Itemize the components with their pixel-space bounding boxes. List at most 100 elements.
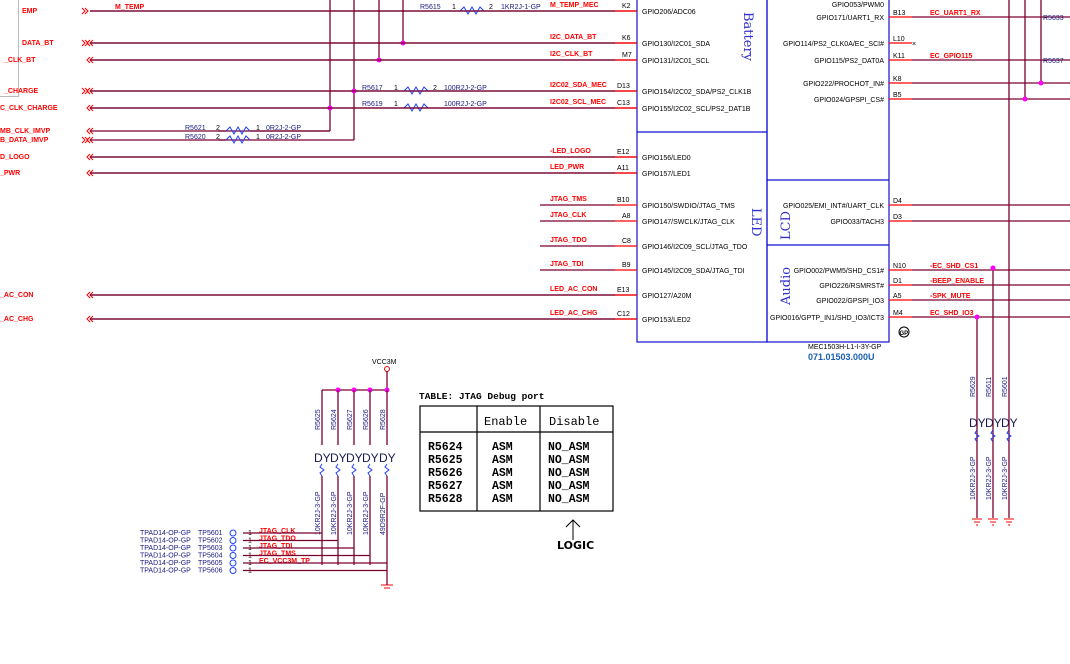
svg-text:R5637: R5637 [1043, 58, 1064, 65]
chip-pin[interactable]: GPIO024/GPSPI_CS#B5 [814, 92, 1070, 104]
svg-text:DY: DY [969, 416, 986, 430]
resistor-r5620[interactable]: R5620 2 1 0R2J-2-GP [185, 134, 301, 145]
logic-annotation: LOGIC [557, 539, 594, 552]
chip-pin[interactable]: GPIO002/PWM5/SHD_CS1#N10-EC_SHD_CS1 [794, 263, 1070, 275]
svg-text:ASM: ASM [492, 441, 513, 454]
svg-text:GPIO222/PROCHOT_IN#: GPIO222/PROCHOT_IN# [803, 81, 884, 88]
gp-mark: GP [898, 326, 910, 338]
svg-text:R5628: R5628 [428, 493, 463, 506]
svg-text:GPIO145/I2C09_SDA/JTAG_TDI: GPIO145/I2C09_SDA/JTAG_TDI [642, 268, 745, 275]
net-m-temp: M_TEMP [115, 4, 145, 11]
svg-text:C8: C8 [622, 238, 631, 245]
section-audio: Audio [779, 267, 794, 306]
svg-text:1: 1 [256, 125, 260, 132]
svg-text:JTAG_CLK: JTAG_CLK [550, 212, 586, 219]
off-page-connector[interactable]: _AC_CHG [0, 315, 94, 323]
off-page-connector[interactable]: B_DATA_IMVP [0, 136, 94, 144]
ec-chip [636, 0, 890, 343]
resistor-r5615[interactable]: R5615 1 2 1KR2J-1-GP [420, 4, 541, 16]
svg-text:DY: DY [379, 451, 396, 465]
svg-text:EC_VCC3M_TP: EC_VCC3M_TP [259, 558, 310, 565]
svg-text:100R2J-2-GP: 100R2J-2-GP [444, 85, 487, 92]
svg-text:EMP: EMP [22, 8, 38, 15]
svg-text:EC_UART1_RX: EC_UART1_RX [930, 10, 981, 17]
svg-text:10KR2J-3-GP: 10KR2J-3-GP [1002, 456, 1009, 500]
svg-text:10KR2J-3-GP: 10KR2J-3-GP [986, 456, 993, 500]
svg-text:DY: DY [1001, 416, 1018, 430]
resistor-r5619[interactable]: R5619 1 100R2J-2-GP [362, 101, 487, 113]
svg-text:TP5604: TP5604 [198, 553, 223, 560]
svg-text:GPIO130/I2C01_SDA: GPIO130/I2C01_SDA [642, 41, 710, 48]
svg-text:NO_ASM: NO_ASM [548, 441, 590, 454]
off-page-connector[interactable]: _CLK_BT [3, 56, 94, 64]
chip-pin[interactable]: GPIO222/PROCHOT_IN#K8 [803, 76, 1070, 88]
svg-text:GPIO226/RSMRST#: GPIO226/RSMRST# [819, 283, 884, 290]
svg-text:R5628: R5628 [380, 409, 387, 430]
chip-pin[interactable]: GPIO114/PS2_CLK0A/EC_SCI#×L10 [783, 36, 916, 48]
chip-pin[interactable]: GPIO053/PWM0 [832, 2, 884, 9]
svg-text:JTAG_TDI: JTAG_TDI [259, 543, 292, 550]
svg-text:L10: L10 [893, 36, 905, 43]
svg-text:DY: DY [314, 451, 331, 465]
resistor-r5621[interactable]: R5621 2 1 0R2J-2-GP [185, 125, 301, 136]
svg-text:B13: B13 [893, 10, 906, 17]
svg-text:TP5601: TP5601 [198, 530, 223, 537]
svg-text:49D9R2F-GP: 49D9R2F-GP [380, 492, 387, 535]
svg-text:ASM: ASM [492, 454, 513, 467]
off-page-connector[interactable]: _CHARGE [3, 87, 94, 95]
off-page-connector[interactable]: _PWR [0, 169, 94, 177]
svg-text:R5620: R5620 [185, 134, 206, 141]
svg-text:1: 1 [256, 134, 260, 141]
off-page-connector[interactable]: DATA_BT [22, 39, 94, 47]
off-page-connector[interactable]: MB_CLK_IMVP [0, 127, 94, 135]
svg-text:TP5606: TP5606 [198, 568, 223, 575]
section-battery: Battery [740, 12, 755, 62]
chip-code: 071.01503.000U [808, 352, 875, 362]
svg-text:I2C02_SDA_MEC: I2C02_SDA_MEC [550, 82, 607, 89]
svg-text:D4: D4 [893, 198, 902, 205]
off-page-connector[interactable]: C_CLK_CHARGE [0, 104, 94, 112]
resistor-r5617[interactable]: R5617 1 2 100R2J-2-GP [362, 85, 487, 96]
chip-pin[interactable]: GPIO226/RSMRST#D1-BEEP_ENABLE [819, 278, 1070, 290]
off-page-connector[interactable]: EMP [22, 7, 89, 15]
svg-text:1: 1 [452, 4, 456, 11]
off-page-connector[interactable]: _AC_CON [0, 291, 94, 299]
off-page-connector[interactable]: D_LOGO [0, 153, 94, 161]
svg-text:GPIO114/PS2_CLK0A/EC_SCI#: GPIO114/PS2_CLK0A/EC_SCI# [783, 41, 884, 48]
svg-text:M7: M7 [622, 52, 632, 59]
